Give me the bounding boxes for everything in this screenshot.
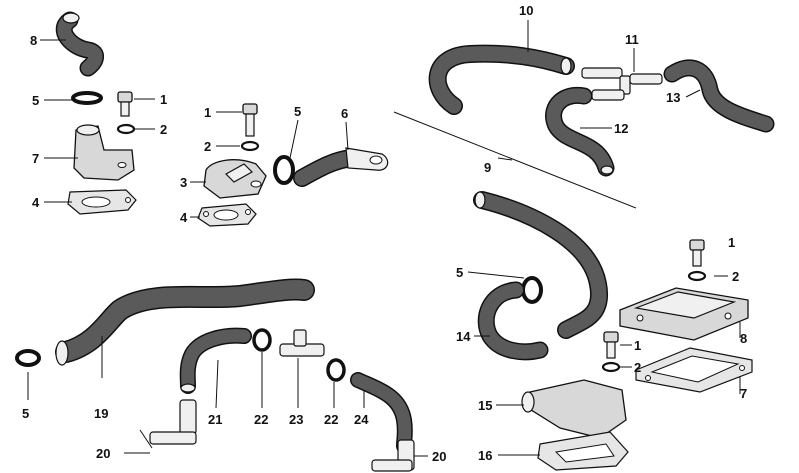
callout-1: 1: [160, 92, 167, 107]
callout-2: 2: [732, 269, 739, 284]
callout-2: 2: [634, 360, 641, 375]
hose-6: [293, 147, 389, 187]
thermostat-housing-assembly-middle: 1 2 3 4 5 6: [180, 103, 389, 227]
washer-2: [116, 123, 136, 135]
callout-22: 22: [254, 412, 268, 427]
gasket-16: [537, 431, 629, 471]
hose-clamp-5: [71, 91, 103, 105]
hose-21: [179, 327, 252, 394]
gasket-4: [67, 189, 137, 215]
callout-8: 8: [740, 331, 747, 346]
callout-5: 5: [22, 406, 29, 421]
washer-2: [687, 270, 707, 282]
hose-clamp-22: [252, 328, 272, 352]
callout-6: 6: [341, 106, 348, 121]
callout-5: 5: [456, 265, 463, 280]
callout-3: 3: [180, 175, 187, 190]
callout-2: 2: [204, 139, 211, 154]
callout-23: 23: [289, 412, 303, 427]
bolt-1: [117, 91, 133, 117]
intake-part-15: [521, 379, 627, 439]
gasket-7: [635, 347, 753, 393]
elbow-fitting-20: [139, 399, 197, 449]
callout-9: 9: [484, 160, 491, 175]
t-piece-11: [581, 67, 663, 101]
hose-13: [663, 59, 775, 133]
hose-long: [473, 191, 609, 339]
callout-4: 4: [180, 210, 188, 225]
thermostat-cover-3: [203, 159, 267, 199]
thermostat-housing-assembly-left: 8 5 1 2 7 4: [30, 11, 167, 215]
callout-1: 1: [204, 105, 211, 120]
washer-2: [601, 361, 621, 373]
callout-21: 21: [208, 412, 222, 427]
valve-cover-8: [619, 287, 749, 341]
hose-clamp-5: [15, 349, 41, 367]
t-piece-23: [279, 329, 325, 357]
callout-20: 20: [96, 446, 110, 461]
callout-24: 24: [354, 412, 369, 427]
hose-12: [545, 86, 615, 177]
bolt-1: [603, 331, 619, 359]
hose-10: [428, 44, 575, 115]
breather-hose-kit: 10 11 12 13 9: [393, 3, 775, 209]
callout-1: 1: [728, 235, 735, 250]
bolt-1: [689, 239, 705, 267]
elbow-fitting-20: [371, 439, 415, 472]
callout-5: 5: [32, 93, 39, 108]
callout-22: 22: [324, 412, 338, 427]
valve-cover-hose-assembly: 5 14 1 2 8 7 1 2 15 16: [456, 191, 753, 471]
callout-14: 14: [456, 329, 471, 344]
callout-15: 15: [478, 398, 492, 413]
callout-2: 2: [160, 122, 167, 137]
callout-4: 4: [32, 195, 40, 210]
callout-13: 13: [666, 90, 680, 105]
callout-7: 7: [740, 386, 747, 401]
bolt-1: [242, 103, 258, 137]
hose-8: [55, 11, 104, 77]
gasket-4: [197, 203, 257, 227]
hose-clamp-5: [273, 155, 295, 185]
callout-19: 19: [94, 406, 108, 421]
thermostat-housing-7: [73, 124, 135, 181]
hose-clamp-5: [521, 276, 543, 304]
hose-19: [55, 278, 315, 366]
washer-2: [240, 140, 260, 152]
callout-8: 8: [30, 33, 37, 48]
callout-7: 7: [32, 151, 39, 166]
hose-14: [477, 281, 549, 361]
callout-11: 11: [625, 32, 639, 47]
callout-12: 12: [614, 121, 628, 136]
heater-hose-assembly: 5 19 20 21 22 23 22 24 20: [15, 278, 446, 472]
callout-1: 1: [634, 338, 641, 353]
callout-20: 20: [432, 449, 446, 464]
callout-16: 16: [478, 448, 492, 463]
callout-5: 5: [294, 104, 301, 119]
callout-10: 10: [519, 3, 533, 18]
hose-clamp-22: [326, 358, 346, 382]
